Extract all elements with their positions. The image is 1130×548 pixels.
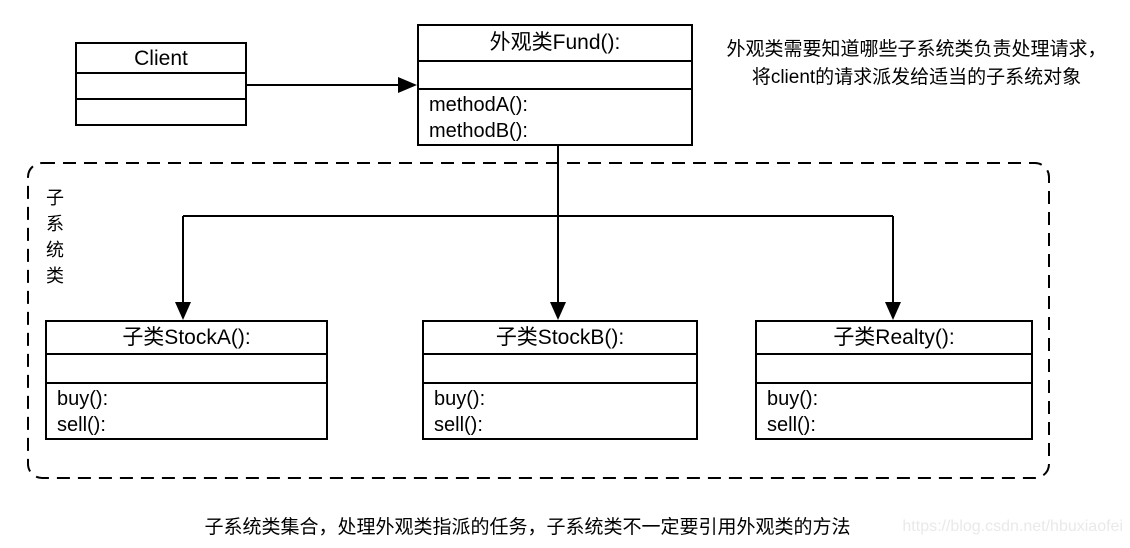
stocka-methods-compartment: buy(): sell(): bbox=[47, 382, 326, 438]
realty-method: buy(): bbox=[767, 388, 819, 410]
facade-class-title: 外观类Fund(): bbox=[489, 31, 621, 55]
stocka-attributes-compartment bbox=[47, 353, 326, 382]
facade-note-line: 将client的请求派发给适当的子系统对象 bbox=[751, 67, 1082, 88]
client-class-title: Client bbox=[134, 46, 188, 70]
stocka-method: buy(): bbox=[57, 388, 109, 410]
stocka-method: sell(): bbox=[57, 414, 106, 436]
stocka-class-title: 子类StockA(): bbox=[122, 326, 251, 350]
facade-note: 外观类需要知道哪些子系统类负责处理请求， 将client的请求派发给适当的子系统… bbox=[703, 36, 1130, 92]
facade-method: methodB(): bbox=[429, 120, 528, 142]
class-box-facade: 外观类Fund(): methodA(): methodB(): bbox=[417, 24, 693, 146]
stockb-attributes-compartment bbox=[424, 353, 696, 382]
class-box-client: Client bbox=[75, 42, 247, 126]
watermark-url: https://blog.csdn.net/hbuxiaofei bbox=[902, 518, 1123, 535]
realty-methods-compartment: buy(): sell(): bbox=[757, 382, 1031, 438]
realty-class-title: 子类Realty(): bbox=[833, 326, 955, 350]
class-box-stocka: 子类StockA(): buy(): sell(): bbox=[45, 320, 328, 440]
stockb-method: sell(): bbox=[434, 414, 483, 436]
bottom-caption: 子系统类集合，处理外观类指派的任务，子系统类不一定要引用外观类的方法 bbox=[204, 517, 851, 538]
client-to-facade-arrowhead bbox=[398, 77, 417, 93]
client-attributes-compartment bbox=[77, 72, 245, 98]
facade-attributes-compartment bbox=[419, 59, 691, 88]
branch-stocka-arrowhead bbox=[175, 302, 191, 320]
class-box-stockb: 子类StockB(): buy(): sell(): bbox=[422, 320, 698, 440]
facade-methods-compartment: methodA(): methodB(): bbox=[419, 88, 691, 144]
realty-attributes-compartment bbox=[757, 353, 1031, 382]
branch-realty-arrowhead bbox=[885, 302, 901, 320]
facade-method: methodA(): bbox=[429, 94, 528, 116]
facade-note-line: 外观类需要知道哪些子系统类负责处理请求， bbox=[726, 39, 1107, 60]
branch-stockb-arrowhead bbox=[550, 302, 566, 320]
client-methods-compartment bbox=[77, 98, 245, 124]
stockb-class-title: 子类StockB(): bbox=[495, 326, 625, 350]
subsystem-group-label: 子系统类 bbox=[46, 188, 65, 286]
stockb-method: buy(): bbox=[434, 388, 486, 410]
class-box-realty: 子类Realty(): buy(): sell(): bbox=[755, 320, 1033, 440]
stockb-methods-compartment: buy(): sell(): bbox=[424, 382, 696, 438]
realty-method: sell(): bbox=[767, 414, 816, 436]
